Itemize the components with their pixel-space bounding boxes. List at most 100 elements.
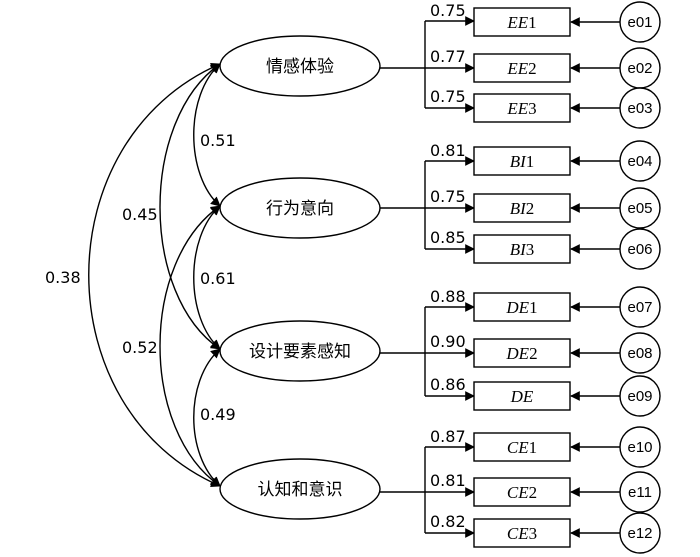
correlation-curve-ee-de bbox=[159, 63, 221, 350]
loading-label: 0.75 bbox=[430, 187, 466, 206]
loading-label: 0.77 bbox=[430, 47, 466, 66]
svg-text:e12: e12 bbox=[627, 525, 652, 542]
indicator-box-ce3: CE3 bbox=[473, 518, 571, 548]
svg-text:BI1: BI1 bbox=[510, 152, 535, 171]
indicator-group-ce bbox=[380, 442, 475, 538]
error-circle-e02: e02 bbox=[619, 47, 661, 89]
loading-label: 0.86 bbox=[430, 375, 466, 394]
indicator-box-ce2: CE2 bbox=[473, 477, 571, 507]
indicator-box-bi2: BI2 bbox=[473, 193, 571, 223]
indicator-suffix: 3 bbox=[529, 524, 538, 543]
indicator-box-ee2: EE2 bbox=[473, 53, 571, 83]
indicator-box-ee3: EE3 bbox=[473, 93, 571, 123]
svg-text:e06: e06 bbox=[627, 241, 652, 258]
svg-text:e05: e05 bbox=[627, 200, 652, 217]
loading-label: 0.75 bbox=[430, 87, 466, 106]
latent-label: 认知和意识 bbox=[258, 480, 343, 500]
indicator-suffix: 2 bbox=[528, 59, 537, 78]
svg-text:e01: e01 bbox=[627, 14, 652, 31]
svg-text:e04: e04 bbox=[627, 153, 652, 170]
indicator-box-de2: DE2 bbox=[473, 338, 571, 368]
svg-text:CE2: CE2 bbox=[507, 483, 537, 502]
correlation-label-ee-bi: 0.51 bbox=[200, 131, 236, 150]
correlation-label-ee-de: 0.45 bbox=[122, 205, 158, 224]
error-circle-e07: e07 bbox=[619, 286, 661, 328]
svg-text:CE3: CE3 bbox=[507, 524, 537, 543]
indicator-prefix: DE bbox=[505, 344, 529, 363]
indicator-group-de bbox=[380, 302, 475, 401]
indicator-suffix: 2 bbox=[529, 344, 538, 363]
latent-label: 情感体验 bbox=[266, 57, 334, 77]
error-circle-e06: e06 bbox=[619, 228, 661, 270]
indicator-group-bi bbox=[380, 156, 475, 254]
indicator-prefix: CE bbox=[507, 483, 529, 502]
error-circle-e01: e01 bbox=[619, 1, 661, 43]
indicator-prefix: EE bbox=[506, 13, 528, 32]
svg-text:DE: DE bbox=[510, 387, 534, 406]
svg-text:e07: e07 bbox=[627, 299, 652, 316]
indicator-suffix: 1 bbox=[529, 298, 538, 317]
loading-label: 0.75 bbox=[430, 1, 466, 20]
latent-node-behavioral-intention: 行为意向 bbox=[219, 177, 381, 239]
indicator-suffix: 1 bbox=[529, 438, 538, 457]
svg-text:e03: e03 bbox=[627, 100, 652, 117]
indicator-prefix: EE bbox=[506, 59, 528, 78]
indicator-box-bi1: BI1 bbox=[473, 146, 571, 176]
correlation-curve-ee-bi bbox=[193, 63, 221, 207]
svg-text:e02: e02 bbox=[627, 60, 652, 77]
indicator-suffix: 2 bbox=[529, 483, 538, 502]
latent-node-design-element-perception: 设计要素感知 bbox=[219, 320, 381, 382]
error-terms bbox=[570, 17, 620, 538]
indicator-prefix: DE bbox=[505, 298, 529, 317]
svg-text:EE2: EE2 bbox=[506, 59, 536, 78]
svg-text:DE2: DE2 bbox=[505, 344, 537, 363]
error-circle-e09: e09 bbox=[619, 375, 661, 417]
correlation-curve-bi-de bbox=[193, 205, 221, 350]
correlation-curve-ee-ce bbox=[88, 63, 221, 487]
svg-text:CE1: CE1 bbox=[507, 438, 537, 457]
indicator-suffix: 3 bbox=[526, 240, 535, 259]
indicator-suffix: 1 bbox=[528, 13, 537, 32]
indicator-group-ee bbox=[380, 16, 475, 113]
latent-label: 行为意向 bbox=[266, 199, 334, 219]
svg-text:e11: e11 bbox=[628, 484, 652, 501]
indicator-prefix: BI bbox=[510, 152, 527, 171]
indicator-prefix: CE bbox=[507, 524, 529, 543]
correlation-label-bi-de: 0.61 bbox=[200, 269, 236, 288]
error-circle-e10: e10 bbox=[619, 426, 661, 468]
error-circle-e03: e03 bbox=[619, 87, 661, 129]
indicator-prefix: BI bbox=[510, 240, 527, 259]
loading-label: 0.81 bbox=[430, 141, 466, 160]
svg-text:e09: e09 bbox=[627, 388, 652, 405]
loading-label: 0.82 bbox=[430, 512, 466, 531]
indicator-suffix: 2 bbox=[526, 199, 535, 218]
correlation-label-de-ce: 0.49 bbox=[200, 405, 236, 424]
indicator-suffix: 1 bbox=[526, 152, 535, 171]
indicator-prefix: BI bbox=[510, 199, 527, 218]
error-circle-e08: e08 bbox=[619, 332, 661, 374]
indicator-box-bi3: BI3 bbox=[473, 234, 571, 264]
indicator-prefix: CE bbox=[507, 438, 529, 457]
indicator-box-de1: DE1 bbox=[473, 292, 571, 322]
indicator-prefix: DE bbox=[510, 387, 534, 406]
indicator-box-de3: DE bbox=[473, 381, 571, 411]
loading-label: 0.90 bbox=[430, 332, 466, 351]
error-circle-e11: e11 bbox=[619, 471, 661, 513]
svg-text:BI3: BI3 bbox=[510, 240, 535, 259]
indicator-box-ce1: CE1 bbox=[473, 432, 571, 462]
latent-node-cognition-awareness: 认知和意识 bbox=[219, 458, 381, 520]
svg-text:EE1: EE1 bbox=[506, 13, 536, 32]
correlation-label-ee-ce: 0.38 bbox=[45, 268, 81, 287]
error-circle-e05: e05 bbox=[619, 187, 661, 229]
loading-label: 0.88 bbox=[430, 287, 466, 306]
error-circle-e04: e04 bbox=[619, 140, 661, 182]
indicator-suffix: 3 bbox=[528, 99, 537, 118]
indicator-prefix: EE bbox=[506, 99, 528, 118]
correlation-curve-de-ce bbox=[193, 348, 221, 487]
loading-label: 0.87 bbox=[430, 427, 466, 446]
svg-text:EE3: EE3 bbox=[506, 99, 536, 118]
svg-text:BI2: BI2 bbox=[510, 199, 535, 218]
correlation-label-bi-ce: 0.52 bbox=[122, 338, 158, 357]
latent-label: 设计要素感知 bbox=[249, 342, 351, 362]
